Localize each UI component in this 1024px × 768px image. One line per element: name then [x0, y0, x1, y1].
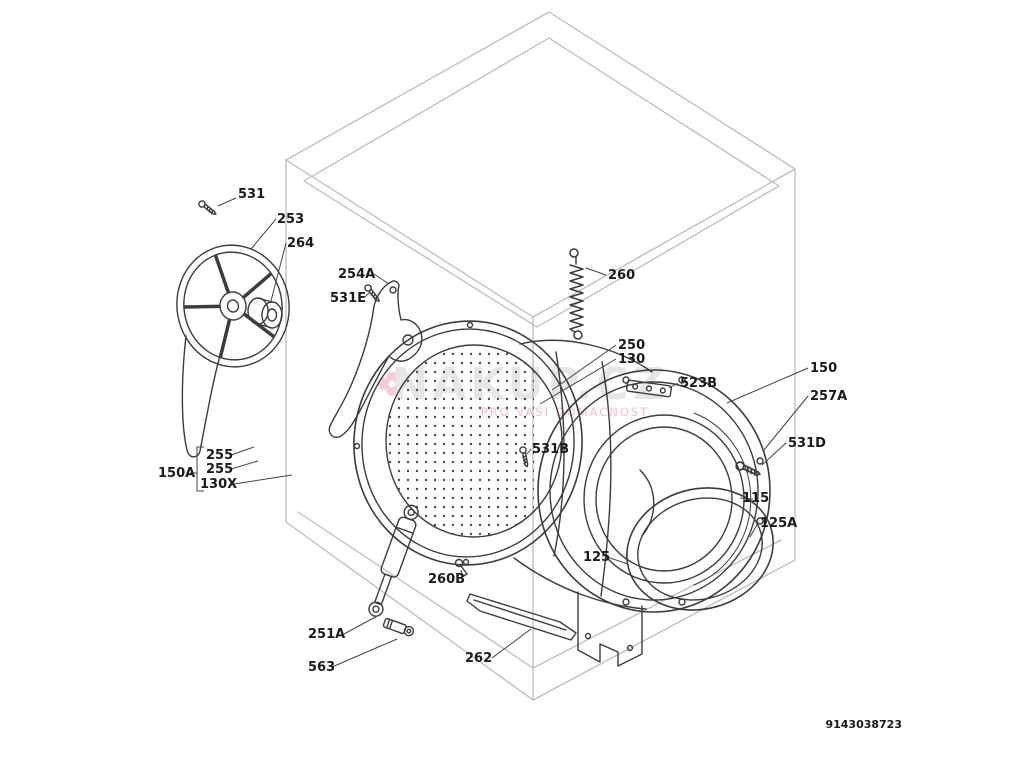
part-label-150A: 150A	[158, 466, 195, 481]
part-label-264: 264	[287, 236, 314, 251]
door-gasket	[626, 487, 774, 611]
bracket-523B	[626, 379, 673, 398]
part-label-250: 250	[618, 338, 645, 353]
door-interior-curve	[639, 469, 655, 537]
leader-251A	[343, 613, 382, 635]
leader-130	[539, 358, 617, 405]
part-label-255b: 255	[206, 462, 233, 477]
leader-262	[491, 628, 532, 659]
leader-255b	[230, 460, 259, 470]
leader-125	[606, 556, 629, 565]
part-label-531B: 531B	[532, 442, 569, 457]
parts	[176, 199, 774, 667]
drive-belt	[181, 335, 222, 458]
pulley-spokes	[183, 254, 276, 359]
part-label-523B: 523B	[680, 376, 717, 391]
part-label-125: 125	[583, 550, 610, 565]
leader-260B	[460, 569, 463, 579]
part-label-260: 260	[608, 268, 635, 283]
part-label-563: 563	[308, 660, 335, 675]
part-label-115: 115	[742, 491, 769, 506]
bolt-563	[382, 617, 415, 637]
cabinet-base-line	[297, 511, 782, 669]
part-label-531E: 531E	[330, 291, 366, 306]
leader-260	[585, 267, 607, 276]
leader-150	[726, 367, 809, 404]
part-label-251A: 251A	[308, 627, 345, 642]
part-label-531: 531	[238, 187, 265, 202]
pulley	[176, 244, 290, 368]
leader-255a	[230, 446, 255, 456]
leader-531	[217, 197, 237, 207]
leader-130X	[233, 474, 293, 485]
bearing-hub	[247, 297, 283, 329]
screw-531	[196, 199, 220, 217]
part-label-531D: 531D	[788, 436, 826, 451]
suspension-spring	[569, 248, 584, 340]
part-label-262: 262	[465, 651, 492, 666]
leader-125A	[749, 522, 759, 538]
front-tub	[513, 339, 771, 613]
shock-absorber	[368, 504, 419, 617]
leader-115	[739, 497, 754, 500]
part-label-257A: 257A	[810, 389, 847, 404]
part-label-125A: 125A	[760, 516, 797, 531]
leader-253	[250, 218, 277, 250]
part-label-254A: 254A	[338, 267, 375, 282]
support-bracket	[328, 280, 423, 438]
tub-mount-bracket	[577, 591, 643, 667]
cabinet-outline	[285, 11, 796, 701]
bracket-150A	[190, 446, 204, 492]
part-label-130X: 130X	[200, 477, 237, 492]
leader-264	[270, 242, 287, 302]
leader-523B	[668, 382, 679, 389]
leader-lines	[190, 197, 809, 668]
leader-257A	[763, 395, 809, 451]
leader-563	[331, 638, 398, 668]
document-number: 9143038723	[825, 718, 902, 731]
leader-531E	[364, 291, 371, 298]
part-label-255a: 255	[206, 448, 233, 463]
hook-260B	[454, 558, 468, 578]
cabinet-right-edges	[532, 168, 796, 701]
door-opening-ring	[583, 414, 745, 584]
leader-531D	[761, 442, 787, 466]
leader-250	[551, 344, 617, 391]
rail-262	[466, 593, 577, 641]
cabinet-top-inner-rim	[303, 37, 780, 328]
part-label-150: 150	[810, 361, 837, 376]
part-label-253: 253	[277, 212, 304, 227]
leader-254A	[373, 273, 390, 285]
part-labels: 531 253 264 254A 531E 260 250 130 523B 1…	[158, 187, 847, 675]
part-label-260B: 260B	[428, 572, 465, 587]
leader-531B	[526, 448, 532, 455]
part-label-130: 130	[618, 352, 645, 367]
